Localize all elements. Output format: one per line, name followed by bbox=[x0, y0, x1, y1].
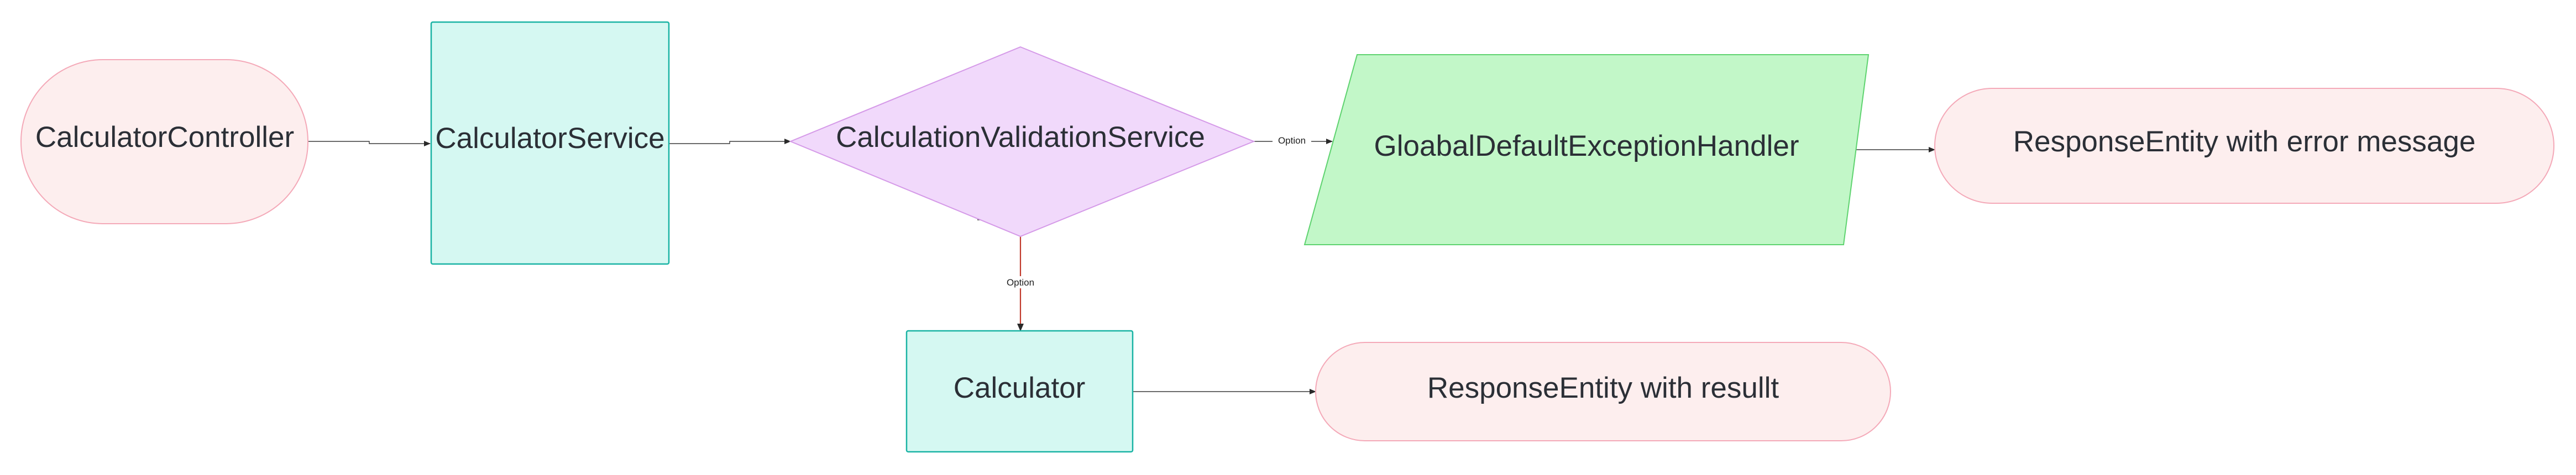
node-response-result[interactable]: ResponseEntity with resullt bbox=[1315, 342, 1891, 441]
node-calculator[interactable]: Calculator bbox=[905, 330, 1134, 453]
node-label: Calculator bbox=[954, 372, 1086, 404]
terminator-shape bbox=[20, 59, 308, 224]
node-label: CalculationValidationService bbox=[836, 121, 1205, 154]
node-response-error[interactable]: ResponseEntity with error message bbox=[1934, 88, 2554, 204]
edge-controller-to-service[interactable] bbox=[308, 141, 431, 146]
node-label: GloabalDefaultExceptionHandler bbox=[1374, 130, 1799, 162]
node-calculator-service[interactable]: CalculatorService bbox=[430, 21, 670, 265]
terminator-shape bbox=[1934, 88, 2554, 204]
terminator-shape bbox=[1315, 342, 1891, 441]
node-calculation-validation-service[interactable]: CalculationValidationService bbox=[789, 46, 1255, 238]
node-exception-handler[interactable]: GloabalDefaultExceptionHandler bbox=[1303, 54, 1870, 245]
node-calculator-controller[interactable]: CalculatorController bbox=[20, 59, 308, 224]
edge-label-bg-top bbox=[1273, 134, 1311, 146]
data-shape bbox=[1303, 54, 1870, 245]
decision-shape bbox=[789, 46, 1255, 238]
node-label: ResponseEntity with resullt bbox=[1427, 372, 1779, 404]
edge-label-bg-down bbox=[1002, 276, 1039, 288]
process-shape bbox=[905, 330, 1134, 453]
node-label: ResponseEntity with error message bbox=[2013, 125, 2476, 158]
edge-label-option-right: Option bbox=[1278, 135, 1306, 146]
edge-label-option-down: Option bbox=[1007, 277, 1034, 288]
process-shape bbox=[430, 21, 670, 265]
node-label: CalculatorController bbox=[35, 121, 294, 154]
node-label: CalculatorService bbox=[435, 122, 664, 155]
edge-service-to-validation[interactable] bbox=[669, 139, 791, 144]
